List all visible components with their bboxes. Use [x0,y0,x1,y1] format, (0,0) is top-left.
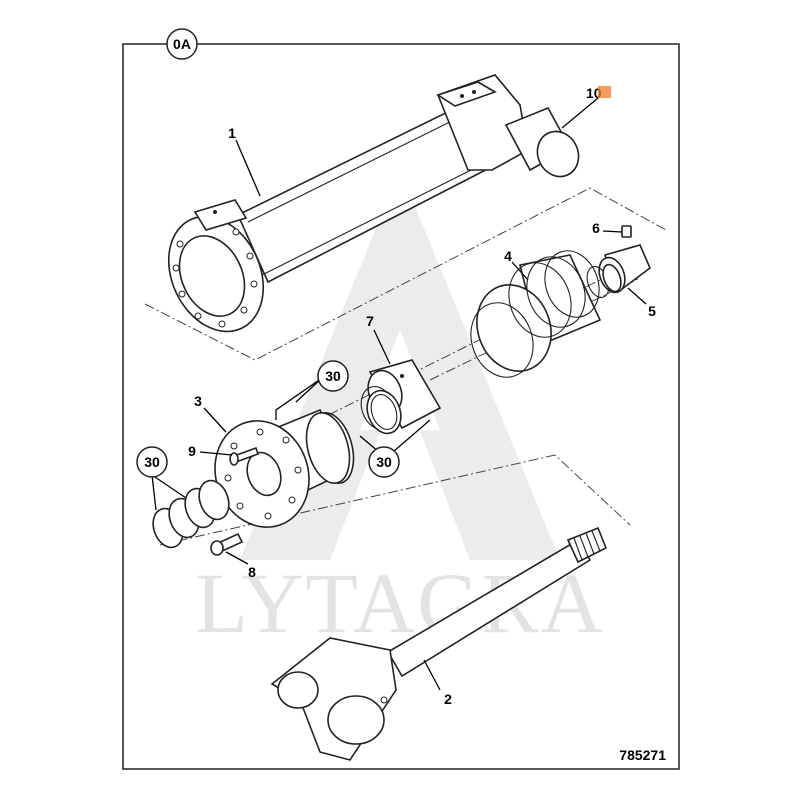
part-label-1: 1 [228,125,236,141]
figure-id-text: 0A [173,36,191,52]
part-label-2: 2 [444,691,452,707]
part-labels: 1 10 6 4 5 7 3 9 8 2 [188,85,656,707]
piston-seal-pack [470,250,602,378]
part-label-10: 10 [586,85,602,101]
part-label-8: 8 [248,564,256,580]
seal-kit-callout-2: 30 [376,454,392,470]
part-label-5: 5 [648,303,656,319]
bolt-9 [229,446,260,466]
bolt-8 [210,532,244,556]
port-fitting [504,106,580,178]
piston-rod [270,526,608,761]
part-label-10-highlight [598,86,611,98]
part-label-7: 7 [366,313,374,329]
seal-kit-callouts: 30 30 30 [136,360,400,478]
seal-kit-callout-1: 30 [325,368,341,384]
seal-kit-callout-3: 30 [144,454,160,470]
part-label-9: 9 [188,443,196,459]
seal-kit-rings [152,263,622,549]
cylinder-tube [167,74,580,333]
figure-id-badge: 0A [166,28,198,60]
diagram-frame [122,43,680,770]
part-label-6: 6 [592,220,600,236]
grub-screw [621,225,632,238]
figure-number: 785271 [619,747,666,763]
part-label-4: 4 [504,248,512,264]
part-label-3: 3 [194,393,202,409]
